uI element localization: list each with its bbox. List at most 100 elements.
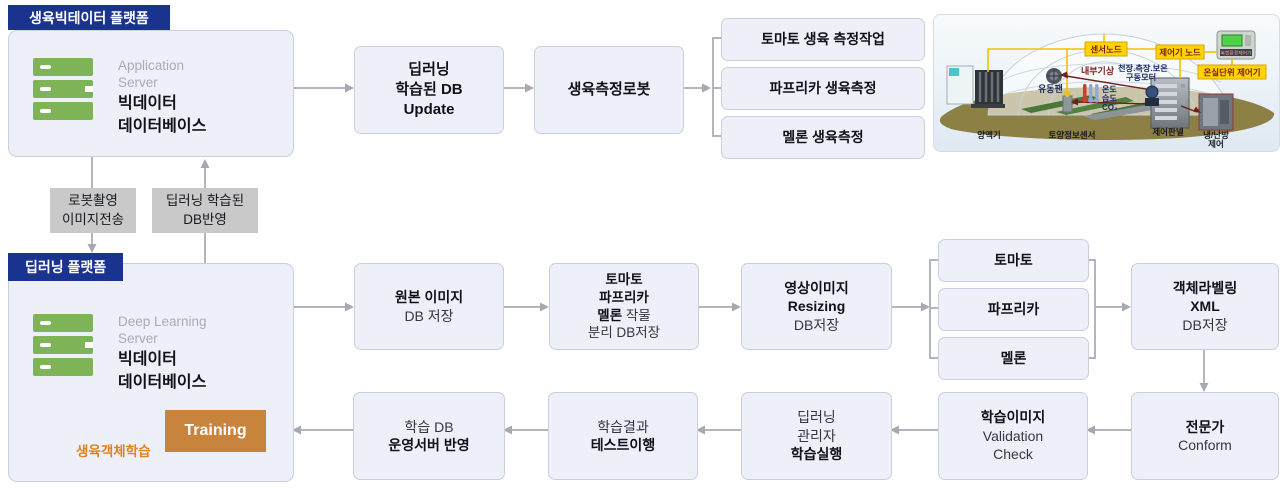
deploy-db-line1: 학습 DB [404, 418, 454, 435]
server-type-line1: Application [118, 58, 185, 73]
original-image-box: 원본 이미지 DB 저장 [354, 263, 504, 350]
motor-label-line2: 구동모터 [1126, 72, 1156, 82]
validation-check-box: 학습이미지 Validation Check [938, 392, 1088, 480]
crop-separate-line4: 분리 DB저장 [587, 325, 661, 341]
test-result-line1: 학습결과 [597, 418, 649, 435]
task-tomato-label: 토마토 생육 측정작업 [761, 31, 885, 48]
db-update-line3: Update [403, 100, 455, 118]
robot-image-transfer-label: 로봇촬영 이미지전송 [50, 188, 136, 233]
train-exec-box: 딥러닝 관리자 학습실행 [741, 392, 892, 480]
unit-controller-tag: 온실단위 제어기 [1197, 64, 1267, 80]
db-update-line1: 딥러닝 [408, 61, 450, 79]
drive-motor [1145, 85, 1159, 106]
growth-object-learning-label: 생육객체학습 [76, 444, 151, 459]
soil-sensor-label: 토양정보센서 [1049, 130, 1096, 140]
nutrient-label: 양액기 [977, 130, 1000, 140]
validation-line2: Validation [982, 427, 1044, 444]
controller-node-tag: 제어기 노드 [1155, 44, 1205, 60]
robot-image-transfer-line2: 이미지전송 [61, 211, 125, 227]
growth-robot-label: 생육측정로봇 [567, 81, 651, 99]
expert-line2: Conform [1178, 437, 1232, 453]
db-update-box: 딥러닝 학습된 DB Update [354, 46, 504, 134]
nutrient-machine [946, 65, 1005, 108]
growth-robot-box: 생육측정로봇 [534, 46, 684, 134]
crop-tomato-box: 토마토 [938, 239, 1089, 282]
server-name-line1: 빅데이터 [118, 350, 177, 368]
server-stack-icon [33, 314, 93, 376]
humidity-label: 습도 [1102, 93, 1117, 103]
co2-label: CO₂ [1102, 103, 1118, 112]
fan-label: 유동팬 [1038, 83, 1063, 94]
hvac-photo [1198, 93, 1234, 131]
thermometers [1082, 84, 1100, 103]
resizing-line2: Resizing [787, 298, 846, 315]
train-exec-line3: 학습실행 [790, 446, 843, 463]
server-name-line1: 빅데이터 [118, 94, 177, 112]
crop-separate-line3-bold: 멜론 [597, 307, 623, 323]
control-line-arrows [1060, 71, 1201, 113]
server-type-line2: Server [118, 330, 158, 346]
resizing-box: 영상이미지 Resizing DB저장 [741, 263, 892, 350]
sensor-node-label: 센서노드 [1090, 45, 1121, 55]
crop-melon-box: 멜론 [938, 337, 1089, 380]
trained-db-apply-line1: 딥러닝 학습된 [165, 193, 245, 209]
server-stack-icon [33, 58, 93, 120]
sensor-wire-arrow [1063, 91, 1071, 98]
hvac-label-line1: 냉/난방 [1203, 130, 1229, 140]
robot-image-transfer-line1: 로봇촬영 [68, 193, 118, 209]
motor-label-line1: 천장.측장.보온 [1118, 63, 1168, 73]
original-image-line2: DB 저장 [404, 307, 454, 324]
application-server: Application Server 빅데이터 데이터베이스 [33, 58, 206, 137]
labeling-xml-box: 객체라벨링 XML DB저장 [1131, 263, 1279, 350]
unit-controller-label: 온실단위 제어기 [1203, 68, 1260, 78]
server-type-line1: Deep Learning [118, 314, 207, 329]
unit-controller-device: 복합환경제어기 [1216, 30, 1256, 60]
training-label: Training [184, 422, 247, 439]
validation-line1: 학습이미지 [980, 409, 1046, 426]
db-update-line2: 학습된 DB [395, 81, 463, 99]
crop-separate-line2: 파프리카 [599, 289, 649, 305]
device-label: 복합환경제어기 [1221, 50, 1252, 57]
temp-label: 온도 [1102, 85, 1117, 94]
task-melon-label: 멜론 생육측정 [782, 129, 864, 146]
crop-tomato-label: 토마토 [994, 252, 1033, 269]
hvac-label-line2: 제어 [1208, 139, 1224, 149]
flow-fan [1046, 68, 1062, 84]
resizing-line3: DB저장 [793, 316, 840, 333]
expert-line1: 전문가 [1185, 418, 1225, 435]
labeling-line2: XML [1190, 298, 1220, 315]
expert-conform-box: 전문가 Conform [1131, 392, 1279, 480]
labeling-line3: DB저장 [1182, 316, 1228, 333]
validation-line3: Check [993, 446, 1033, 463]
server-name-line2: 데이터베이스 [118, 117, 207, 135]
task-melon-box: 멜론 생육측정 [721, 116, 925, 159]
greenhouse-photo: 복합환경제어기 센서노드 제어기 노드 [933, 14, 1280, 152]
training-box: Training [165, 410, 266, 452]
growth-platform-badge: 생육빅테이터 플랫폼 [8, 5, 170, 30]
sensor-node-tag: 센서노드 [1084, 41, 1128, 57]
crop-melon-label: 멜론 [1000, 350, 1027, 367]
crop-separate-box: 토마토 파프리카 멜론 작물 분리 DB저장 [549, 263, 699, 350]
deploy-db-box: 학습 DB 운영서버 반영 [353, 392, 505, 480]
crop-separate-line3-regular: 작물 [622, 307, 651, 323]
server-name-line2: 데이터베이스 [118, 373, 207, 391]
task-tomato-box: 토마토 생육 측정작업 [721, 18, 925, 61]
labeling-line1: 객체라벨링 [1172, 279, 1238, 296]
trained-db-apply-label: 딥러닝 학습된 DB반영 [152, 188, 258, 233]
task-paprika-label: 파프리카 생육측정 [769, 80, 877, 97]
sensor-wires [987, 34, 1233, 92]
original-image-line1: 원본 이미지 [394, 289, 464, 306]
task-paprika-box: 파프리카 생육측정 [721, 67, 925, 110]
crop-paprika-label: 파프리카 [987, 301, 1040, 318]
resizing-line1: 영상이미지 [784, 279, 849, 296]
controller-node-label: 제어기 노드 [1159, 48, 1201, 58]
deep-platform-badge-label: 딥러닝 플랫폼 [25, 259, 107, 275]
deploy-db-line2: 운영서버 반영 [388, 437, 470, 453]
deep-learning-server: Deep Learning Server 빅데이터 데이터베이스 [33, 314, 207, 393]
deep-platform-badge: 딥러닝 플랫폼 [8, 253, 124, 281]
test-result-box: 학습결과 테스트이행 [548, 392, 698, 480]
panel-label: 제어판넬 [1152, 127, 1183, 137]
crop-separate-line1: 토마토 [605, 271, 643, 287]
inner-weather-label: 내부기상 [1081, 65, 1115, 76]
